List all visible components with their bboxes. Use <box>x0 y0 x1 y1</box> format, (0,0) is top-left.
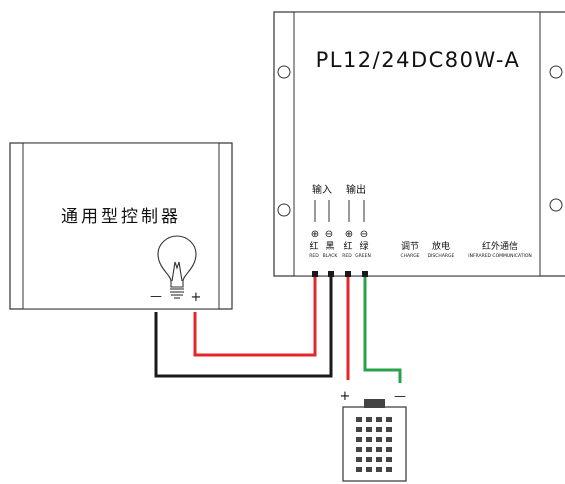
polarity-minus-icon: ⊖ <box>325 229 333 240</box>
terminal-label-cn: 黑 <box>325 241 334 252</box>
controller-minus-label: — <box>150 289 162 303</box>
driver-box-inner <box>293 11 541 277</box>
polarity-plus-icon: ⊕ <box>345 229 353 240</box>
terminal-label-en: RED <box>342 253 352 259</box>
wire-red-controller <box>193 275 317 357</box>
led-grid <box>356 417 392 472</box>
discharge-control-label-en: DISCHARGE <box>428 253 455 259</box>
driver-mount-hole <box>277 65 291 79</box>
terminal-connector <box>328 271 334 277</box>
led-module-body <box>342 406 407 482</box>
driver-mount-hole <box>549 65 563 79</box>
infrared-comm-label-cn: 红外通信 <box>482 240 518 252</box>
terminal-connector <box>345 271 351 277</box>
terminal-label-cn: 绿 <box>359 240 368 252</box>
driver-mount-hole <box>549 198 563 212</box>
charge-control-label-en: CHARGE <box>400 253 419 259</box>
terminal-label-cn: 红 <box>343 240 352 252</box>
driver-unit: PL12/24DC80W-A 输入 输出 ⊕ ⊖ ⊕ ⊖ 红 黑 红 绿 RED… <box>273 11 565 277</box>
polarity-minus-icon: ⊖ <box>360 229 368 240</box>
terminal-label-cn: 红 <box>309 240 318 252</box>
wires <box>154 275 402 383</box>
led-module-tab <box>364 399 385 408</box>
polarity-plus-icon: ⊕ <box>311 229 319 240</box>
controller-box-inner <box>22 142 220 310</box>
infrared-comm-label-en: INFRARED COMMUNICATION <box>468 253 531 259</box>
terminal-connector <box>362 271 368 277</box>
output-group-label: 输出 <box>346 183 366 196</box>
led-module: + — <box>340 389 407 482</box>
terminal-label-en: RED <box>309 253 319 259</box>
wire-black-controller <box>154 275 333 378</box>
input-group-label: 输入 <box>312 183 332 196</box>
controller-title: 通用型控制器 <box>61 207 181 227</box>
controller-plus-label: + <box>191 290 202 305</box>
controller-unit: 通用型控制器 — + <box>9 142 233 310</box>
charge-control-label-cn: 调节 <box>401 241 419 252</box>
light-bulb-icon <box>157 235 197 299</box>
driver-model-label: PL12/24DC80W-A <box>316 48 521 72</box>
terminal-label-en: GREEN <box>355 253 371 259</box>
terminal-connector <box>312 271 318 277</box>
led-plus-label: + <box>340 389 351 404</box>
wire-green-led <box>363 275 402 383</box>
discharge-control-label-cn: 放电 <box>432 240 450 252</box>
led-minus-label: — <box>394 389 406 403</box>
driver-mount-hole <box>277 203 291 217</box>
terminal-label-en: BLACK <box>323 253 339 259</box>
